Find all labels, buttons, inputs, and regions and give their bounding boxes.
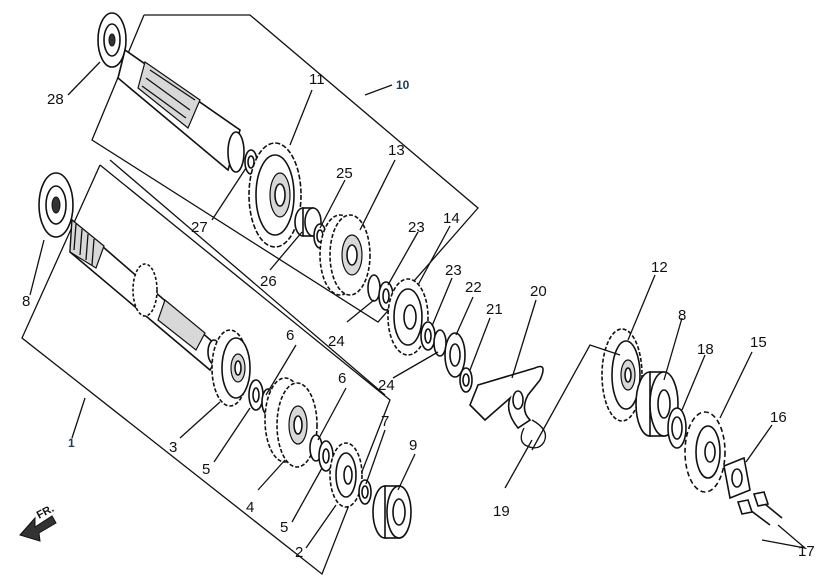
callout-27: 27: [191, 219, 208, 236]
callout-13: 13: [388, 142, 405, 159]
leader-lines: [29, 61, 808, 550]
callout-6b: 6: [338, 370, 346, 387]
main-shaft: [69, 218, 224, 372]
callout-2: 2: [295, 544, 303, 561]
callout-6a: 6: [286, 327, 294, 344]
callout-14: 14: [443, 210, 460, 227]
front-direction-arrow-icon: FR.: [19, 503, 57, 542]
callout-4: 4: [246, 499, 254, 516]
countershaft: [117, 48, 245, 173]
callout-9: 9: [409, 437, 417, 454]
group-frame-10: [91, 14, 479, 323]
callout-3: 3: [169, 439, 177, 456]
washer-23b: [420, 321, 436, 351]
callout-8a: 8: [22, 293, 30, 310]
callout-17: 17: [798, 543, 815, 560]
callout-5a: 5: [202, 461, 210, 478]
part-20-stopper: [469, 365, 544, 430]
callout-8b: 8: [678, 307, 686, 324]
bearing-8-left: [38, 172, 74, 238]
washer-21: [459, 367, 473, 393]
bushing-26: [294, 207, 322, 237]
bearing-28: [97, 12, 127, 68]
callout-24a: 24: [328, 333, 345, 350]
callout-24b: 24: [378, 377, 395, 394]
spring-19: [520, 419, 547, 449]
sprocket-15: [684, 411, 726, 493]
gear-13: [319, 214, 371, 296]
callout-labels: 1 2 3 4 5 5 6 6 7 8 8 9 10 11 12 13 14 1…: [22, 71, 815, 561]
washer-5a: [248, 379, 264, 411]
gear-2: [329, 442, 363, 508]
callout-12: 12: [651, 259, 668, 276]
callout-26: 26: [260, 273, 277, 290]
callout-28: 28: [47, 91, 64, 108]
callout-16: 16: [770, 409, 787, 426]
callout-23a: 23: [408, 219, 425, 236]
callout-21: 21: [486, 301, 503, 318]
bolts-17: [736, 491, 783, 526]
seal-18: [667, 407, 687, 449]
callout-15: 15: [750, 334, 767, 351]
circlip-24b: [433, 329, 447, 357]
gear-3: [211, 329, 251, 407]
callout-7: 7: [381, 413, 389, 430]
callout-10: 10: [396, 78, 410, 92]
gear-12: [601, 328, 643, 422]
bearing-9: [372, 485, 412, 539]
gear-4: [264, 377, 318, 468]
callout-19: 19: [493, 503, 510, 520]
callout-23b: 23: [445, 262, 462, 279]
washer-5b: [318, 440, 334, 472]
callout-25: 25: [336, 165, 353, 182]
group-frame-1: [21, 159, 391, 576]
callout-11: 11: [309, 71, 325, 88]
callout-20: 20: [530, 283, 547, 300]
gear-14: [387, 278, 429, 356]
callout-22: 22: [465, 279, 482, 296]
callout-18: 18: [697, 341, 714, 358]
callout-1: 1: [68, 436, 75, 450]
washer-22: [444, 332, 466, 378]
callout-5b: 5: [280, 519, 288, 536]
plate-16: [723, 456, 751, 500]
washer-7: [358, 479, 372, 505]
circlip-24: [367, 274, 381, 302]
gear-11: [248, 142, 302, 248]
